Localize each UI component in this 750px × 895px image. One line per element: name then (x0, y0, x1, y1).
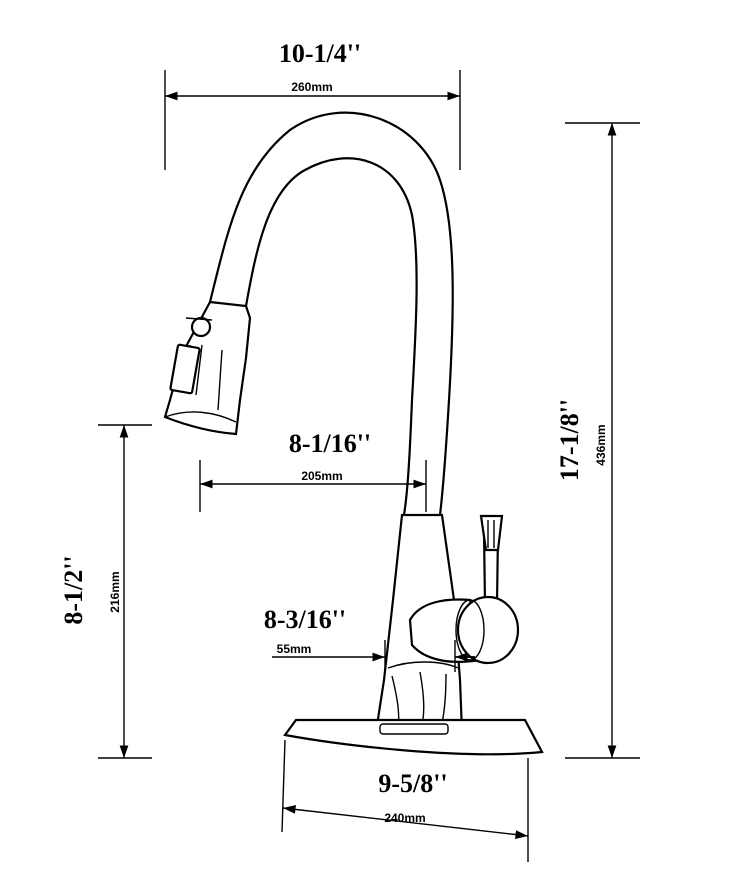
dim-spout-width-mm: 260mm (291, 80, 332, 94)
dim-deck-plate: 9-5/8'' 240mm (281, 739, 529, 862)
lever-tip (479, 514, 504, 552)
spray-head-seam (185, 317, 213, 321)
dim-spout-reach: 8-1/16'' 205mm (199, 429, 427, 512)
dim-spout-height-mm: 216mm (108, 571, 122, 612)
dim-total-height-inch: 17-1/8'' (555, 399, 584, 481)
dim-spout-width-inch: 10-1/4'' (279, 39, 361, 68)
spray-head-rib-3 (217, 349, 223, 411)
dim-deck-plate-mm: 240mm (384, 811, 425, 825)
dim-deck-plate-inch: 9-5/8'' (378, 769, 447, 798)
dim-total-height: 17-1/8'' 436mm (555, 122, 640, 759)
spray-head-lip (164, 411, 237, 423)
dim-spout-height: 8-1/2'' 216mm (59, 424, 152, 759)
deck-plate-slot (379, 723, 449, 735)
dim-spout-width: 10-1/4'' 260mm (164, 39, 461, 170)
lever-tip-ribs (487, 520, 495, 548)
dim-base: 8-3/16'' 55mm (264, 605, 475, 672)
dim-spout-reach-mm: 205mm (301, 469, 342, 483)
body-collar (387, 661, 459, 669)
faucet-outline (163, 111, 544, 756)
spray-button-circle (190, 316, 212, 338)
dim-spout-height-inch: 8-1/2'' (59, 555, 88, 624)
handle-cap-ring (455, 599, 485, 661)
dim-base-inch: 8-3/16'' (264, 605, 346, 634)
deck-plate-front (284, 734, 543, 755)
spout-inner-curve (244, 157, 418, 516)
spout-outer-curve (208, 111, 454, 516)
dim-total-height-mm: 436mm (594, 424, 608, 465)
spray-toggle-button (169, 343, 201, 395)
handle-cap (456, 595, 520, 665)
dim-spout-reach-inch: 8-1/16'' (289, 429, 371, 458)
dim-base-mm: 55mm (277, 642, 312, 656)
deck-plate (283, 718, 544, 756)
spray-head-rib-2 (195, 344, 203, 396)
